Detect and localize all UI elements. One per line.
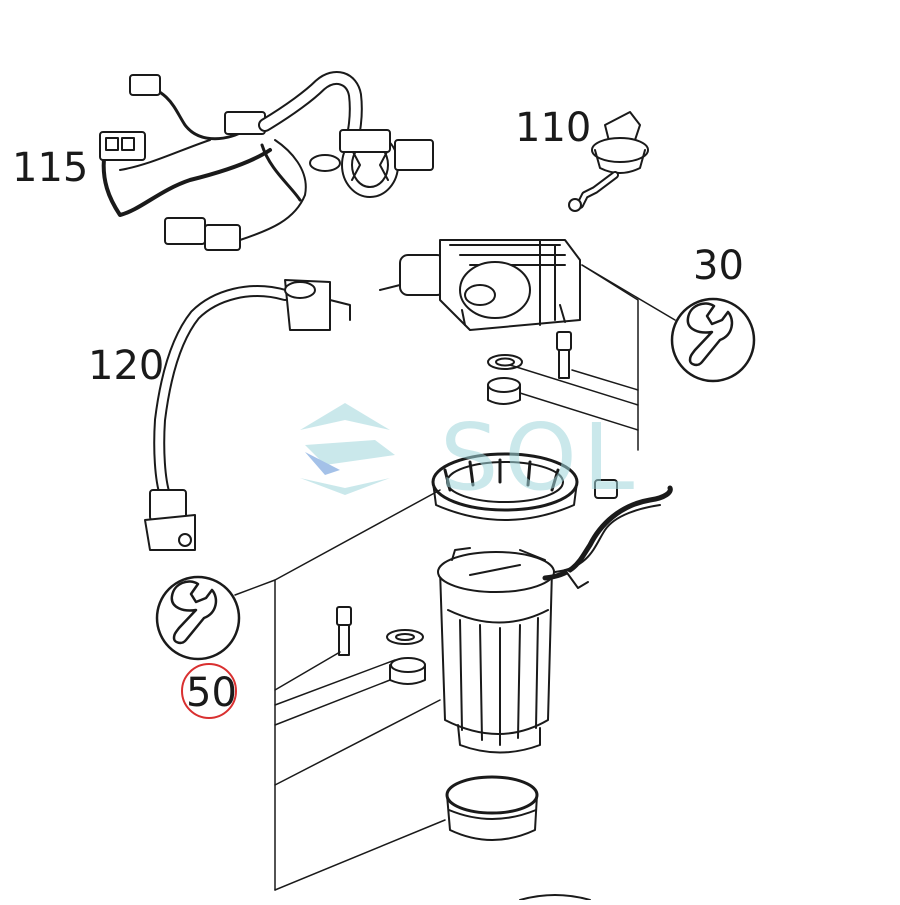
highlight-circle [181, 663, 237, 719]
wiring-harness-part [99, 71, 434, 251]
bottom-seal-ring [445, 775, 591, 901]
watermark-logo [300, 403, 395, 495]
locking-ring-part [431, 452, 579, 521]
callout-110: 110 [515, 105, 592, 151]
callout-115: 115 [12, 145, 89, 191]
watermark-text: SOL [440, 404, 641, 511]
bolt-washer-set-50 [336, 606, 426, 685]
leader-lines [234, 264, 676, 891]
callout-30: 30 [693, 243, 744, 289]
hose-part-120 [144, 279, 351, 551]
callout-50: 50 [186, 670, 237, 716]
fuel-pump-module [437, 479, 673, 754]
pump-module-part-30 [379, 239, 581, 405]
wrench-icon [670, 297, 756, 383]
callout-120: 120 [88, 343, 165, 389]
wrench-icon [155, 575, 241, 661]
sensor-part-110 [568, 111, 649, 212]
